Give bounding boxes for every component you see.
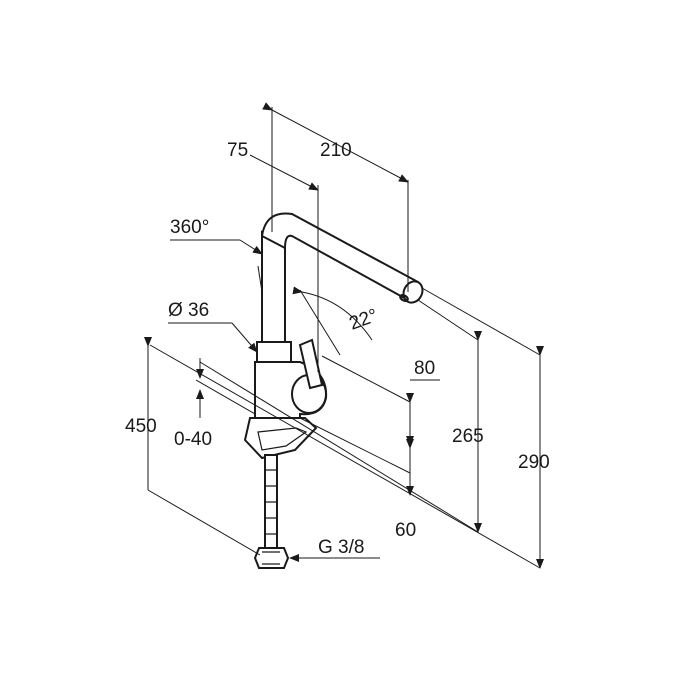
hose-nut [253,547,290,569]
dim-label-diameter: Ø 36 [168,300,209,321]
dimension-lines [144,102,544,569]
dim-label-spout-height: 265 [452,426,484,447]
dim-label-connection: G 3/8 [318,537,364,558]
dim-label-reach: 210 [320,140,352,161]
faucet-column [261,230,286,359]
faucet-base [243,417,318,460]
faucet-collar [256,341,292,363]
lever-handle [298,338,324,390]
dim-label-hose-length: 450 [125,416,157,437]
dim-label-lever-height: 80 [414,358,435,379]
dim-label-lower-offset: 60 [395,520,416,541]
dim-label-total-height: 290 [518,452,550,473]
dim-label-lever-angle: 22° [347,305,381,335]
dim-label-offset: 75 [227,140,248,161]
faucet-outline [243,212,424,569]
supply-hoses [253,454,290,569]
dim-label-deck-thickness: 0-40 [174,429,212,450]
dim-label-swivel: 360° [170,217,209,238]
